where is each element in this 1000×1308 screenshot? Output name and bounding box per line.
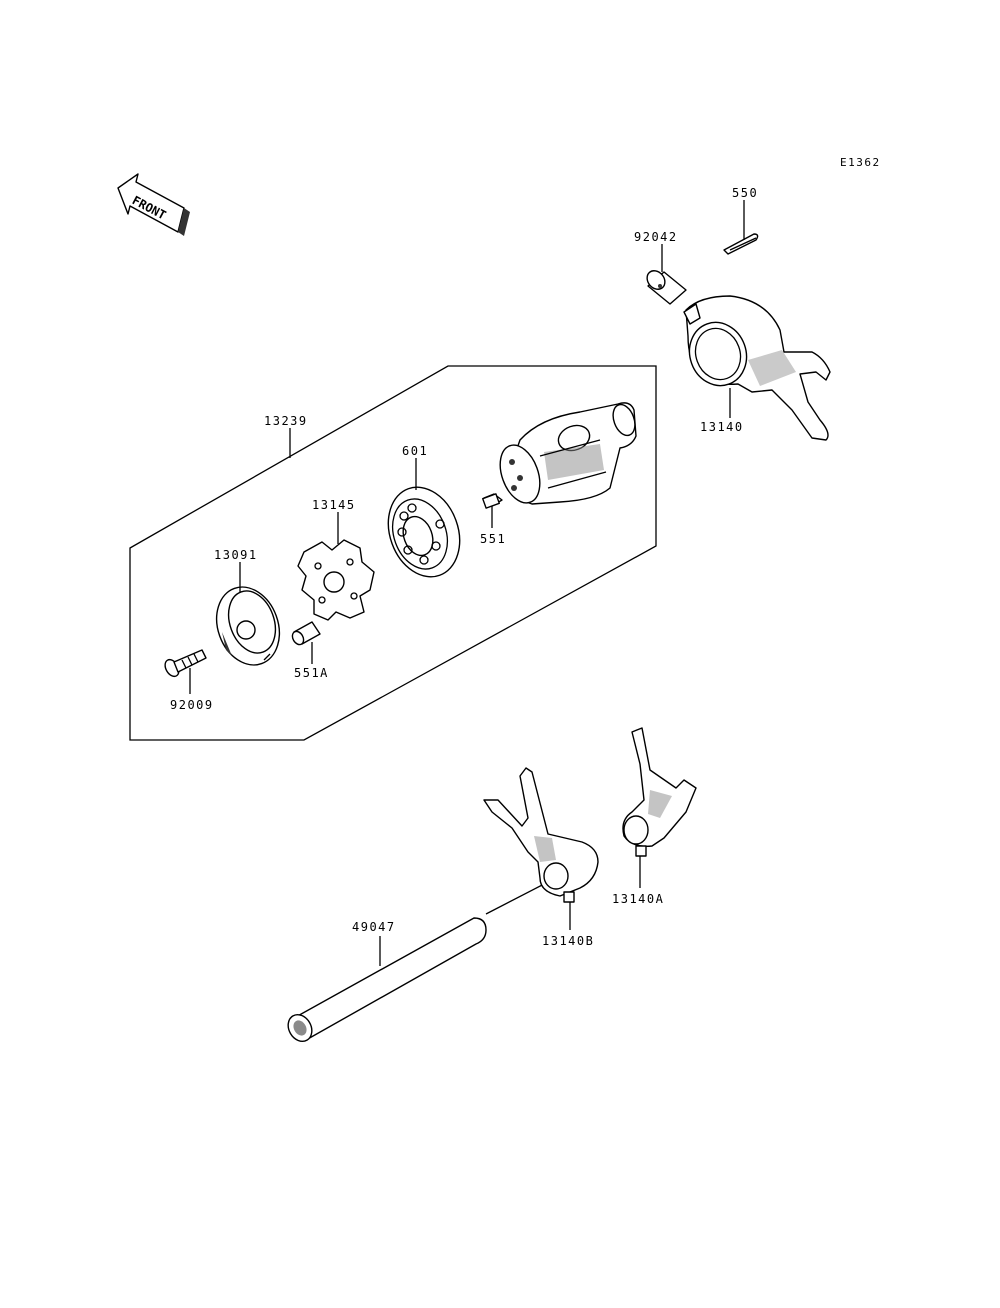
shaft-49047: [287, 917, 487, 1043]
pin-551: [482, 493, 503, 509]
bearing-601: [387, 486, 461, 578]
star-plate-13145: [297, 539, 375, 621]
shaft-axis-line: [485, 881, 549, 915]
pin-92042: [646, 270, 687, 305]
part-label-49047[interactable]: 49047: [352, 920, 396, 934]
part-label-92009[interactable]: 92009: [170, 698, 214, 712]
screw-92009: [164, 649, 207, 678]
part-label-13140A[interactable]: 13140A: [612, 892, 665, 906]
assembly-group-outline: [129, 365, 657, 741]
part-label-92042[interactable]: 92042: [634, 230, 678, 244]
ref-code: E1362: [840, 156, 881, 169]
part-label-13140[interactable]: 13140: [700, 420, 744, 434]
part-label-13091[interactable]: 13091: [214, 548, 258, 562]
pin-551A: [291, 621, 321, 646]
part-label-601[interactable]: 601: [402, 444, 429, 458]
part-label-13239[interactable]: 13239: [264, 414, 308, 428]
cotter-pin-550: [723, 233, 759, 255]
part-label-551A[interactable]: 551A: [294, 666, 329, 680]
shift-fork-13140: [683, 295, 831, 441]
part-label-550[interactable]: 550: [732, 186, 759, 200]
front-arrow-icon: FRONT: [117, 173, 190, 236]
part-label-13140B[interactable]: 13140B: [542, 934, 595, 948]
cam-plate-13091: [215, 586, 281, 666]
shift-fork-13140B: [483, 767, 599, 903]
part-label-13145[interactable]: 13145: [312, 498, 356, 512]
shift-fork-13140A: [622, 727, 697, 857]
part-label-551[interactable]: 551: [480, 532, 507, 546]
shift-drum-13239: [499, 402, 637, 505]
